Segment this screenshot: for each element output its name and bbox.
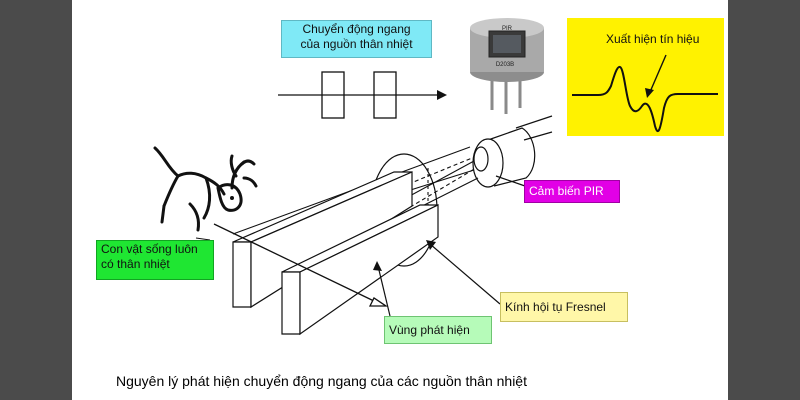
pointer-zone-head	[373, 261, 382, 271]
label-horizontal-motion: Chuyển động ngang của nguồn thân nhiệt	[281, 20, 432, 58]
label-detection-zone: Vùng phát hiện	[384, 316, 492, 344]
detection-slab-right	[281, 204, 439, 336]
pointer-fresnel-head	[426, 240, 436, 250]
label-warm-body-line1: Con vật sống luôn	[101, 242, 198, 256]
label-fresnel-lens-text: Kính hội tụ Fresnel	[505, 300, 606, 314]
diagram-caption: Nguyên lý phát hiện chuyển động ngang củ…	[116, 373, 527, 389]
label-horizontal-motion-line2: của nguồn thân nhiệt	[300, 37, 413, 51]
label-horizontal-motion-line1: Chuyển động ngang	[302, 22, 411, 36]
chip-label-bottom: D203B	[496, 62, 514, 68]
motion-arrow-head	[437, 90, 447, 100]
signal-waveform	[572, 66, 718, 133]
pointer-animal	[195, 237, 211, 241]
pointer-fresnel	[429, 243, 501, 305]
label-pir-sensor-text: Cảm biến PIR	[529, 184, 604, 198]
label-signal-text: Xuất hiện tín hiệu	[606, 32, 700, 46]
pir-cylinder	[472, 115, 553, 188]
zone-motion-arrow-head	[368, 297, 389, 307]
label-warm-body: Con vật sống luôn có thân nhiệt	[96, 240, 214, 280]
chip-label-top: PIR	[502, 26, 513, 32]
zone-motion-arrow	[213, 223, 377, 303]
pointer-zone	[377, 265, 391, 317]
signal-arrow	[649, 54, 667, 93]
signal-panel	[567, 18, 724, 136]
label-signal: Xuất hiện tín hiệu	[606, 32, 724, 50]
deer-eye	[230, 196, 234, 200]
label-warm-body-line2: có thân nhiệt	[101, 257, 170, 271]
label-detection-zone-text: Vùng phát hiện	[389, 323, 470, 337]
signal-arrow-head	[645, 88, 654, 98]
deer-sketch	[153, 146, 258, 232]
label-pir-sensor: Cảm biến PIR	[524, 180, 620, 203]
label-fresnel-lens: Kính hội tụ Fresnel	[500, 292, 628, 322]
pointer-pir	[495, 175, 526, 187]
pir-chip	[470, 18, 544, 114]
